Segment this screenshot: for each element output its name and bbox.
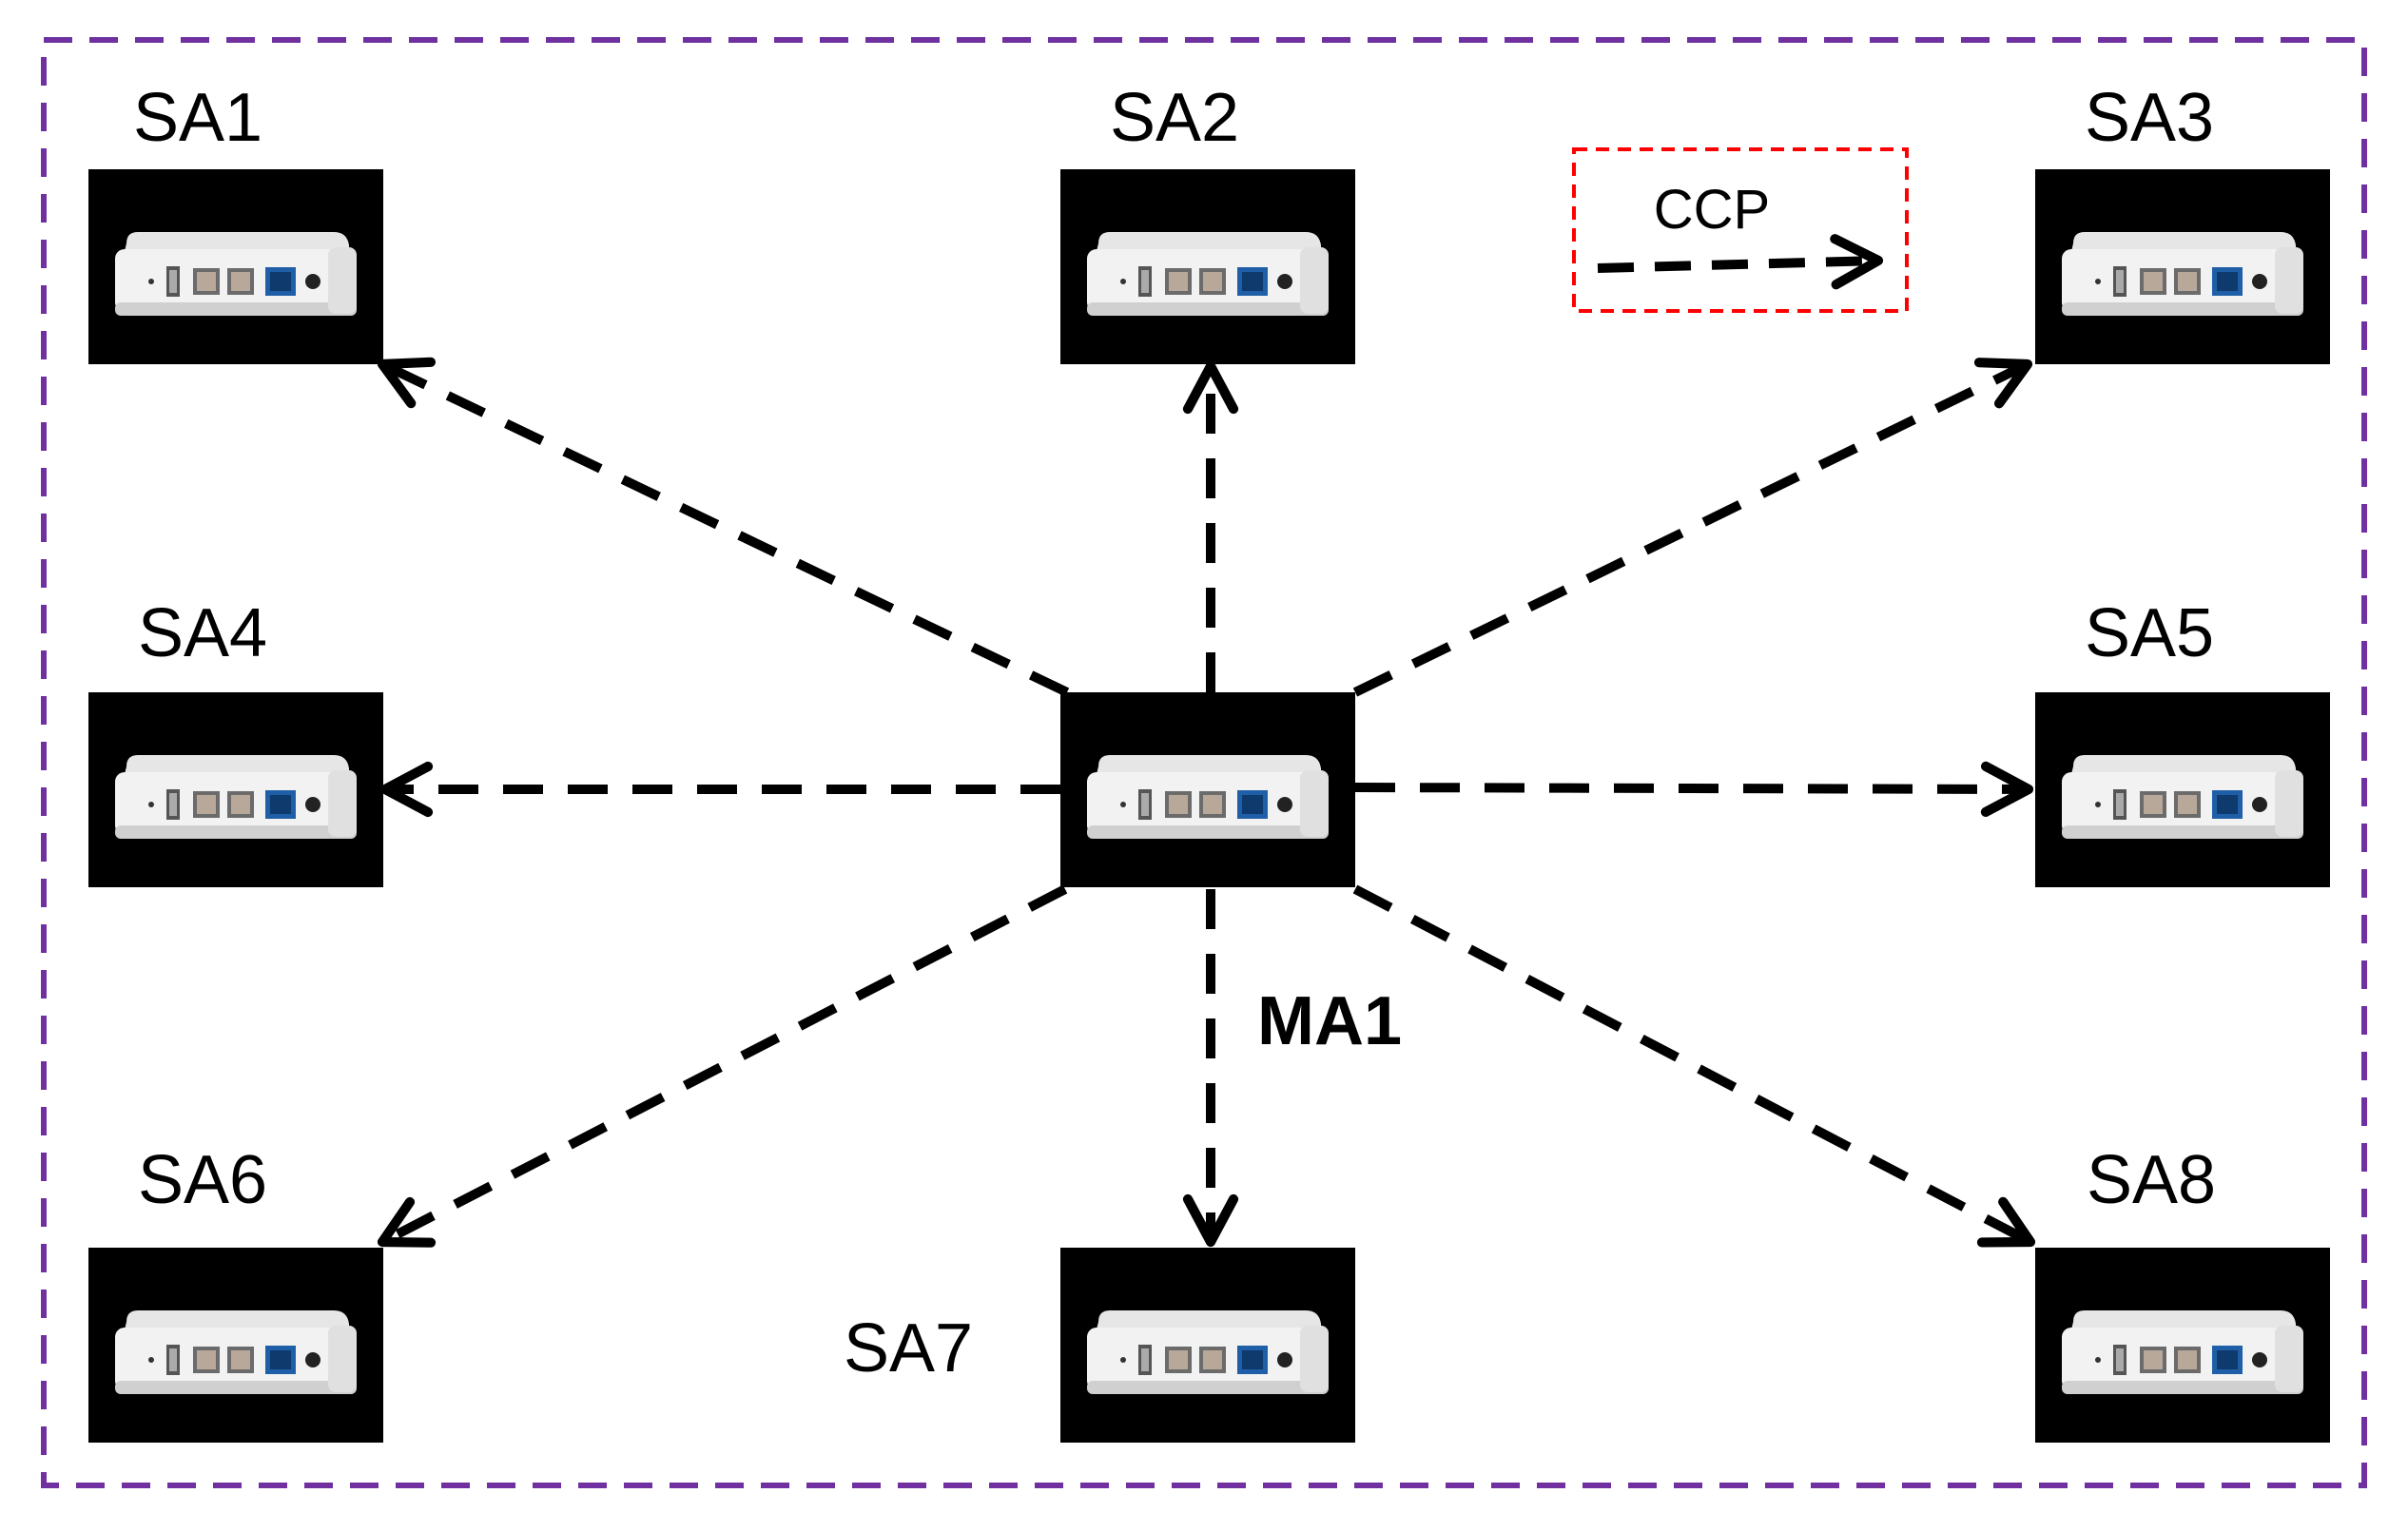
edge-ma1-to-sa5 [1354,761,2034,817]
router-icon [88,692,383,887]
legend-label: CCP [1654,179,1770,241]
device-label-sa5: SA5 [2085,595,2214,671]
device-sa6: SA6 [88,1142,383,1443]
device-sa8: SA8 [2035,1142,2330,1443]
device-label-sa6: SA6 [138,1142,267,1218]
device-sa1: SA1 [88,80,383,364]
device-label-sa2: SA2 [1110,80,1239,156]
edge-ma1-to-sa1 [377,357,1070,697]
router-icon [2035,692,2330,887]
router-icon [2035,169,2330,364]
device-label-sa3: SA3 [2085,80,2214,156]
legend-box [1572,147,1909,313]
outer-boundary [41,37,2367,1488]
device-label-sa4: SA4 [138,595,267,671]
edge-ma1-to-sa8 [1352,884,2036,1248]
device-label-sa7: SA7 [844,1310,973,1387]
connections-group [377,357,2036,1248]
device-sa5: SA5 [2035,595,2330,887]
router-icon [1060,1248,1355,1443]
device-sa7: SA7 [844,1248,1355,1443]
device-label-sa8: SA8 [2087,1142,2216,1218]
router-icon [1060,169,1355,364]
router-icon [88,169,383,364]
device-sa3: SA3 [2035,80,2330,364]
device-label-ma1: MA1 [1257,983,1402,1059]
device-ma1: MA1 [1060,692,1402,1059]
dashed-arrow-icon [1597,234,1884,290]
router-icon [88,1248,383,1443]
edge-ma1-to-sa3 [1352,358,2033,697]
legend: CCP [1572,147,1909,313]
device-sa4: SA4 [88,595,383,887]
device-sa2: SA2 [1060,80,1355,364]
router-icon [1060,692,1355,887]
router-icon [2035,1248,2330,1443]
edge-ma1-to-sa6 [377,884,1068,1248]
device-label-sa1: SA1 [133,80,262,156]
